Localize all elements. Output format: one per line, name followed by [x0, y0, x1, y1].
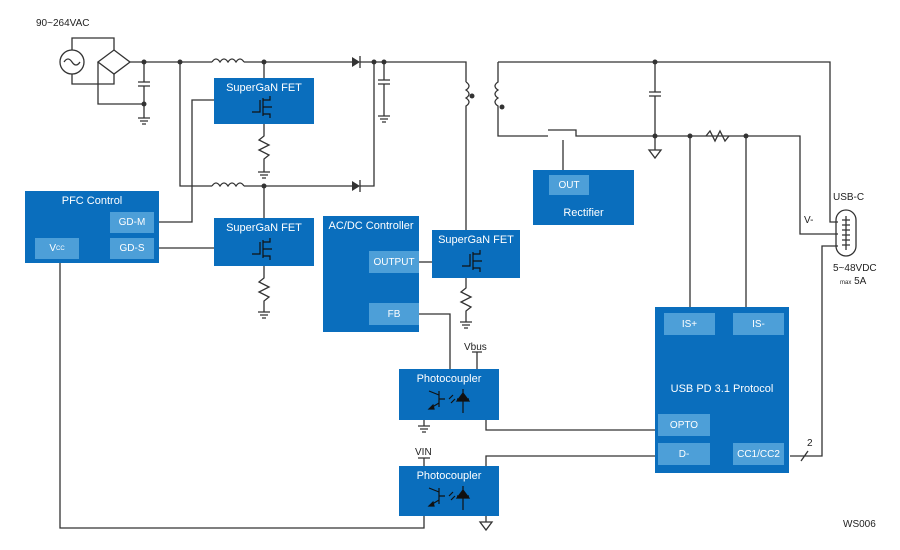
photocoupler-top: Photocoupler	[399, 369, 499, 420]
diagram-id-label: WS006	[843, 519, 876, 530]
block-title: USB PD 3.1 Protocol	[670, 383, 774, 395]
input-voltage-label: 90~264VAC	[36, 18, 90, 29]
max-current-label: max 5A	[840, 276, 866, 287]
pin-is-minus: IS-	[733, 313, 784, 335]
pin-opto: OPTO	[658, 414, 710, 436]
block-title: SuperGaN FET	[438, 234, 514, 246]
acdc-controller-block: AC/DC Controller OUTPUT FB	[323, 216, 419, 332]
vbus-label: Vbus	[464, 342, 487, 353]
v-minus-label: V-	[804, 215, 814, 226]
pin-cc1-cc2: CC1/CC2	[733, 443, 784, 465]
pin-output: OUTPUT	[369, 251, 419, 273]
optocoupler-icon	[427, 486, 471, 510]
pin-fb: FB	[369, 303, 419, 325]
block-title: Photocoupler	[416, 373, 482, 385]
supergan-fet-mid: SuperGaN FET	[214, 218, 314, 266]
optocoupler-icon	[427, 389, 471, 413]
vin-label: VIN	[415, 447, 432, 458]
pin-is-plus: IS+	[664, 313, 715, 335]
pin-gd-s: GD-S	[110, 238, 154, 259]
pin-out: OUT	[549, 175, 589, 195]
usb-c-label: USB-C	[833, 192, 865, 203]
max-current-value: 5A	[854, 276, 867, 287]
photocoupler-bottom: Photocoupler	[399, 466, 499, 516]
transistor-icon	[462, 250, 482, 272]
pin-d-minus: D-	[658, 443, 710, 465]
bus-width-label: 2	[807, 438, 813, 449]
transistor-icon	[252, 238, 272, 260]
transistor-icon	[252, 96, 272, 118]
pin-vcc-label: V	[49, 243, 56, 254]
supergan-fet-top: SuperGaN FET	[214, 78, 314, 124]
supergan-fet-acdc: SuperGaN FET	[432, 230, 520, 278]
rectifier-block: OUT Rectifier	[533, 170, 634, 225]
output-voltage-label: 5~48VDC	[833, 263, 877, 274]
block-title: SuperGaN FET	[226, 222, 302, 234]
usb-pd-protocol-block: IS+ IS- USB PD 3.1 Protocol OPTO D- CC1/…	[655, 307, 789, 473]
pin-gd-m: GD-M	[110, 212, 154, 233]
block-title: PFC Control	[61, 195, 123, 207]
pin-vcc-subscript: CC	[56, 245, 65, 252]
block-title: Rectifier	[563, 207, 604, 219]
block-title: AC/DC Controller	[328, 220, 414, 232]
block-title: SuperGaN FET	[226, 82, 302, 94]
block-title: Photocoupler	[416, 470, 482, 482]
max-prefix: max	[840, 280, 852, 286]
